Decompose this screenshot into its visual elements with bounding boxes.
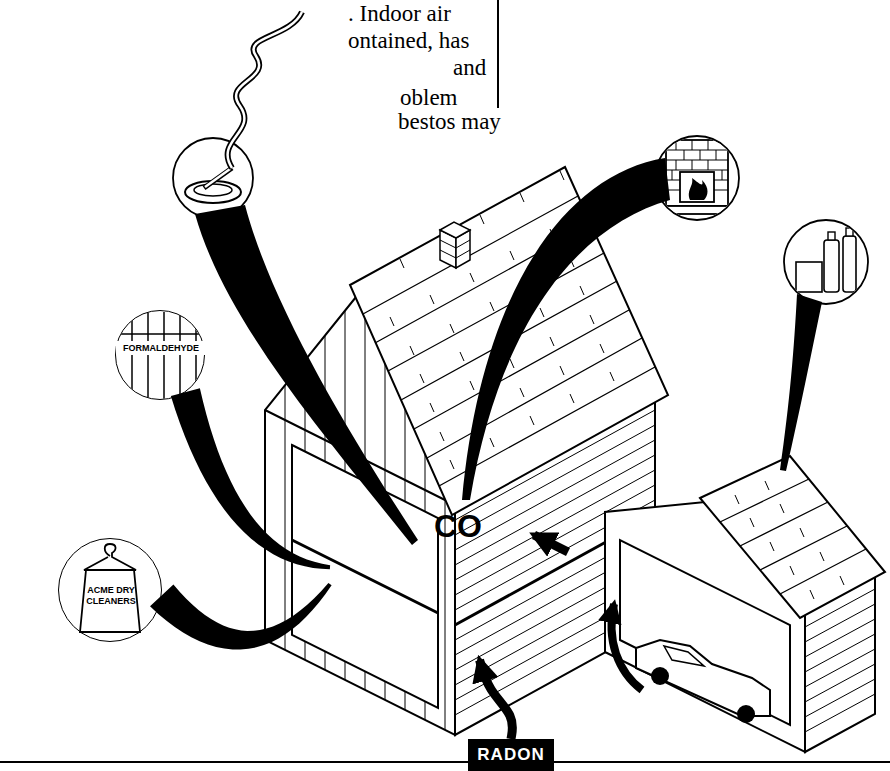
spray-can: [824, 240, 839, 292]
pollutant-wedge: [171, 388, 330, 569]
source-circle: FORMALDEHYDE: [115, 310, 205, 400]
spray-cap: [828, 232, 835, 240]
wall-panel: [116, 312, 204, 402]
hanger: [84, 544, 136, 570]
text-fragment: and: [453, 54, 486, 81]
car-body: [636, 640, 770, 716]
car-window: [664, 646, 704, 666]
car-wheel: [737, 705, 755, 723]
hearth: [660, 206, 734, 214]
source-wedge: [195, 205, 418, 545]
garment-bag: [80, 570, 140, 632]
cigarette: [204, 168, 232, 188]
fireplace-circle: [655, 136, 739, 220]
spray-cap: [846, 228, 853, 236]
brick-wall: [666, 140, 728, 206]
smoke: [228, 12, 302, 168]
floor-line: [292, 540, 438, 613]
source-wedge: [780, 294, 822, 471]
ground-line: [554, 761, 890, 763]
chimney-top: [440, 222, 470, 238]
shingle-joints: [735, 481, 844, 599]
flow-arrow: [480, 660, 513, 739]
product-box: [796, 262, 822, 292]
flame: [689, 178, 708, 200]
node-label: ACME DRY CLEANERS: [86, 585, 136, 621]
frame-line: [497, 0, 499, 108]
house: CO: [330, 480, 590, 660]
node-label: FORMALDEHYDE: [116, 341, 206, 355]
exhaust-arrow: [612, 604, 642, 690]
household-products: [796, 220, 868, 292]
firebox: [680, 172, 714, 202]
ground-line: [0, 761, 468, 763]
pollutant-wedge: [150, 583, 332, 650]
garage-roof: [700, 456, 885, 618]
node-label: CO: [418, 506, 498, 546]
text-fragment: ontained, has: [348, 27, 469, 54]
chimney-bricks: [440, 240, 470, 258]
source-wedge: [462, 158, 670, 500]
car-wheel: [651, 667, 669, 685]
spray-can: [843, 236, 856, 292]
fireplace: [660, 140, 734, 214]
ashtray-bowl: [194, 184, 232, 196]
panel-lines: [116, 312, 204, 402]
text-fragment: oblem: [400, 84, 458, 111]
text-fragment: . Indoor air: [348, 0, 451, 27]
radon-box: RADON: [468, 739, 554, 771]
source-circle: ACME DRY CLEANERS: [58, 538, 162, 642]
shingle-rows: [720, 479, 866, 594]
text-fragment: bestos may: [398, 108, 501, 135]
node-label: RADON: [468, 739, 554, 771]
co-arrow: [534, 535, 568, 552]
smoke: [228, 12, 302, 168]
cigarette: [205, 169, 230, 187]
spray-mist: [855, 220, 868, 226]
ashtray: [185, 168, 241, 203]
products-circle: [784, 220, 868, 304]
